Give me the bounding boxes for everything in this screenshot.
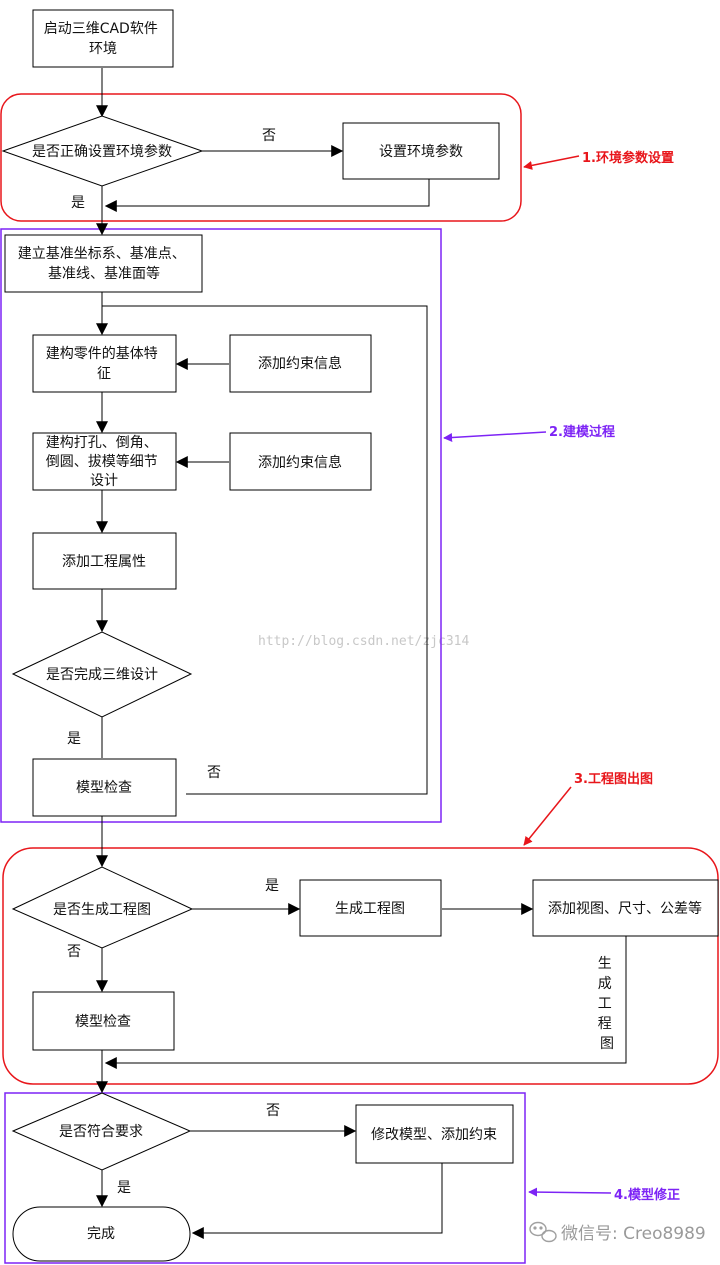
- edge-model-loop: [102, 305, 428, 795]
- label-vertical-gen-drawing: 生 成 工 程 图: [598, 956, 616, 1052]
- node-base-feature-box: [32, 334, 177, 393]
- node-finish: 完成: [87, 1226, 115, 1242]
- node-gen-drawing-box: [299, 879, 442, 937]
- node-create-datum-box: [4, 234, 203, 293]
- edge-set-env-return: [104, 179, 430, 212]
- label-env-no: 否: [262, 128, 276, 144]
- stage-frame-drawing: [2, 847, 719, 1085]
- node-detail-feature: 建构打孔、倒角、 倒圆、拔模等细节 设计: [46, 434, 162, 489]
- node-model-check-1: 模型检查: [76, 780, 132, 796]
- wechat-icon: [529, 1221, 557, 1243]
- node-constraint1-box: [229, 334, 372, 393]
- node-detail-feature-box: [32, 432, 177, 491]
- node-add-views-box: [532, 879, 719, 937]
- node-check-drawing-shape: [11, 866, 194, 949]
- node-create-datum: 建立基准坐标系、基准点、 基准线、基准面等: [18, 245, 190, 282]
- watermark: http://blog.csdn.net/zjc314: [258, 634, 469, 649]
- annot-arrow-1: [523, 155, 580, 170]
- node-set-env-box: [342, 122, 500, 180]
- node-eng-attr-box: [32, 532, 177, 590]
- node-set-env: 设置环境参数: [379, 143, 463, 160]
- stage-frame-fix: [4, 1092, 526, 1264]
- stage-frame-model: [0, 228, 442, 823]
- edge-modify-return: [191, 1163, 443, 1239]
- annot-arrow-2: [443, 431, 547, 443]
- annot-stage-3: 3.工程图出图: [574, 771, 653, 787]
- label-req-yes: 是: [117, 1180, 131, 1196]
- node-start-box: [32, 9, 174, 68]
- node-add-views: 添加视图、尺寸、公差等: [548, 900, 702, 917]
- node-eng-attr: 添加工程属性: [62, 554, 146, 570]
- node-modify-model: 修改模型、添加约束: [371, 1127, 497, 1143]
- annot-stage-2: 2.建模过程: [549, 424, 615, 440]
- node-gen-drawing: 生成工程图: [335, 901, 405, 917]
- node-start: 启动三维CAD软件 环境: [44, 21, 163, 57]
- label-env-yes: 是: [71, 195, 85, 211]
- node-check-3d-shape: [11, 631, 193, 718]
- node-check-req-shape: [11, 1092, 192, 1171]
- label-design-yes: 是: [67, 731, 81, 747]
- connectors: [96, 68, 627, 1239]
- label-drawing-yes: 是: [265, 878, 279, 894]
- annot-stage-1: 1.环境参数设置: [582, 150, 674, 166]
- node-check-drawing: 是否生成工程图: [53, 902, 151, 918]
- label-drawing-no: 否: [67, 944, 81, 960]
- node-model-check2-box: [32, 991, 175, 1051]
- node-base-feature: 建构零件的基体特 征: [46, 345, 162, 382]
- wechat-account-label: 微信号: Creo8989: [561, 1224, 706, 1244]
- node-model-check-2: 模型检查: [75, 1014, 131, 1030]
- annot-arrow-3: [523, 786, 572, 846]
- annot-arrow-4: [528, 1187, 612, 1197]
- edge-views-return: [104, 936, 627, 1069]
- node-check-3d: 是否完成三维设计: [46, 667, 158, 683]
- node-check-env-shape: [1, 115, 204, 187]
- node-model-check1-box: [32, 758, 177, 817]
- stage-frame-env: [0, 93, 522, 222]
- label-req-no: 否: [266, 1103, 280, 1119]
- node-modify-model-box: [355, 1104, 514, 1164]
- annot-stage-4: 4.模型修正: [614, 1187, 680, 1203]
- node-check-env: 是否正确设置环境参数: [32, 143, 172, 160]
- label-design-no: 否: [207, 765, 221, 781]
- node-check-req: 是否符合要求: [59, 1124, 143, 1140]
- node-constraint-1: 添加约束信息: [258, 355, 342, 372]
- node-finish-shape: [12, 1206, 191, 1262]
- node-constraint2-box: [229, 432, 372, 491]
- node-constraint-2: 添加约束信息: [258, 454, 342, 471]
